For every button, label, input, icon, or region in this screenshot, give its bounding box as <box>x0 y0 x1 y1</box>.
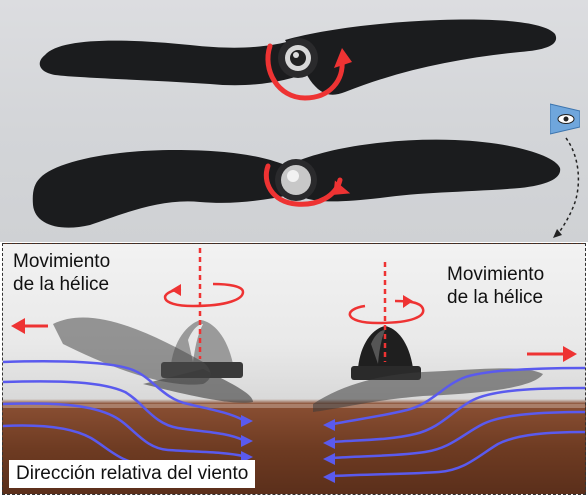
label-line: de la hélice <box>447 287 544 308</box>
motion-arrow-right <box>527 346 577 362</box>
propeller-illustration-top <box>32 19 580 238</box>
propeller-motion-label-right: Movimiento de la hélice <box>447 263 544 309</box>
label-line: Movimiento <box>447 264 545 285</box>
camera-pointer-line <box>557 137 580 235</box>
motion-arrow-left <box>11 318 48 334</box>
label-line: de la hélice <box>13 274 110 295</box>
propeller-lower <box>32 139 561 228</box>
eye-icon <box>550 103 580 135</box>
wind-direction-label: Dirección relativa del viento <box>9 460 256 488</box>
airflow-lines-right <box>332 366 585 478</box>
bottom-propeller-side-view: Movimiento de la hélice Movimiento de la… <box>2 243 586 495</box>
rotation-arrowhead-lower <box>333 180 351 195</box>
rotation-arrowhead-upper <box>334 48 352 68</box>
propeller-upper <box>39 19 557 95</box>
label-line: Movimiento <box>13 251 111 272</box>
propeller-motion-label-left: Movimiento de la hélice <box>13 250 110 296</box>
top-propeller-photo <box>0 0 588 242</box>
side-view-illustration <box>3 248 585 483</box>
rotation-arrow-icon <box>263 43 345 207</box>
rotation-arrow-icon <box>163 282 425 325</box>
